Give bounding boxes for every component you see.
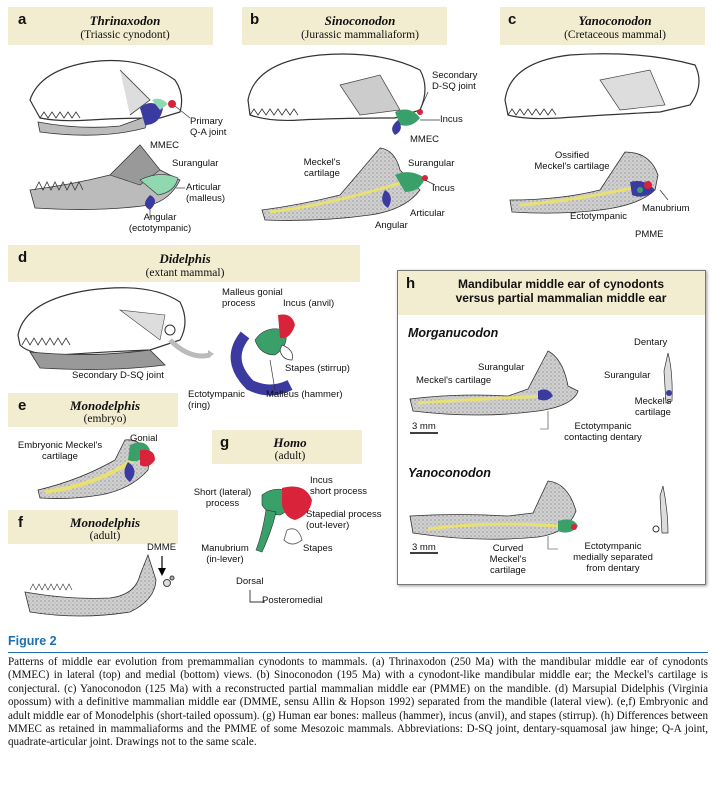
panel-e-species: Monodelphis xyxy=(69,398,141,413)
figure-title: Figure 2 xyxy=(8,634,57,648)
panel-h-label-ecto-contact: Ectotympanic contacting dentary xyxy=(564,421,642,443)
panel-b-letter: b xyxy=(250,11,260,28)
label-d-malleus: Malleus (hammer) xyxy=(266,389,343,400)
panel-c-letter: c xyxy=(508,11,517,28)
label-d-ectotympanic: Ectotympanic (ring) xyxy=(188,389,246,411)
label-d-stapes: Stapes (stirrup) xyxy=(285,363,350,374)
panel-g-header xyxy=(212,430,362,464)
panel-h-box: h Mandibular middle ear of cynodonts ver… xyxy=(397,270,706,585)
panel-d-header xyxy=(8,245,360,282)
panel-a-species: Thrinaxodon xyxy=(89,13,161,28)
panel-a-subtitle: (Triassic cynodont) xyxy=(80,29,170,41)
label-g-manubrium: Manubrium (in-lever) xyxy=(201,543,249,565)
label-e-embryonic: Embryonic Meckel's cartilage xyxy=(17,440,103,462)
label-a-surangular: Surangular xyxy=(172,158,219,169)
panel-a-header xyxy=(8,7,213,45)
panel-d-species: Didelphis xyxy=(159,251,211,266)
label-d-incus: Incus (anvil) xyxy=(283,298,335,309)
panel-c-skull xyxy=(504,53,700,120)
panel-h-title: Mandibular middle ear of cynodonts versu… xyxy=(455,277,667,305)
panel-e-header xyxy=(8,393,178,427)
panel-c-header xyxy=(500,7,705,45)
panel-f-species: Monodelphis xyxy=(69,515,141,530)
label-g-posteromedial: Posteromedial xyxy=(262,595,323,606)
panel-g-species: Homo xyxy=(273,435,307,450)
panel-f-header xyxy=(8,510,178,544)
panel-f-subtitle: (adult) xyxy=(89,530,121,542)
label-c-ectotympanic: Ectotympanic xyxy=(570,211,628,222)
label-a-articular: Articular (malleus) xyxy=(186,182,226,204)
panel-h-scale-2: 3 mm xyxy=(412,542,436,553)
label-g-short-lateral: Short (lateral) process xyxy=(193,487,252,509)
panel-b-header xyxy=(242,7,447,45)
label-b-mmec: MMEC xyxy=(410,134,440,145)
label-g-incus-short: Incus short process xyxy=(310,475,368,497)
label-b-meckels: Meckel's cartilage xyxy=(303,157,341,179)
panel-h-label-dentary: Dentary xyxy=(634,337,668,348)
panel-d-skull xyxy=(17,287,214,370)
label-d-secondary-dsq: Secondary D-SQ joint xyxy=(72,370,164,381)
panel-h-species-1: Morganucodon xyxy=(408,326,499,340)
panel-b-species: Sinoconodon xyxy=(324,13,396,28)
label-b-surangular: Surangular xyxy=(408,158,455,169)
panel-h-label-meckels-2: Meckel's cartilage xyxy=(634,396,672,418)
panel-h-drawings xyxy=(409,350,673,554)
label-c-manubrium: Manubrium xyxy=(642,203,690,214)
figure-rule xyxy=(8,652,708,653)
label-g-stapedial: Stapedial process (out-lever) xyxy=(306,509,382,531)
panel-g-subtitle: (adult) xyxy=(274,450,306,462)
panel-h-label-meckels-1: Meckel's cartilage xyxy=(416,375,492,386)
panel-h-label-surangular-1: Surangular xyxy=(478,362,525,373)
label-c-ossified: Ossified Meckel's cartilage xyxy=(534,150,610,172)
panel-b-jaw xyxy=(261,147,428,221)
panel-g-letter: g xyxy=(220,434,230,451)
label-a-mmec: MMEC xyxy=(150,140,180,151)
panel-h-label-curved: Curved Meckel's cartilage xyxy=(489,543,527,576)
panel-a-letter: a xyxy=(18,11,27,28)
label-f-dmme: DMME xyxy=(147,542,177,553)
panel-d-earbones xyxy=(230,314,295,396)
panel-c-subtitle: (Cretaceous mammal) xyxy=(564,29,666,41)
panel-d-subtitle: (extant mammal) xyxy=(145,267,225,279)
label-b-secondary-dsq: Secondary D-SQ joint xyxy=(432,70,478,92)
panel-h-label-ecto-separated: Ectotympanic medially separated from den… xyxy=(573,541,653,574)
panel-g-earbones xyxy=(249,486,312,603)
label-b-articular: Articular xyxy=(410,208,445,219)
label-e-gonial: Gonial xyxy=(130,433,158,444)
panel-b-subtitle: (Jurassic mammaliaform) xyxy=(301,29,419,41)
panel-f-jaw xyxy=(24,553,175,617)
panel-b-skull xyxy=(247,53,426,135)
label-b-incus: Incus xyxy=(440,114,463,125)
panel-f-letter: f xyxy=(18,514,23,531)
panel-h-scale-1: 3 mm xyxy=(412,421,436,432)
leader-lines xyxy=(149,91,669,391)
panel-h-header xyxy=(398,271,705,315)
label-b-angular: Angular xyxy=(375,220,408,231)
panel-h-letter: h xyxy=(406,275,416,292)
panel-h-species-2: Yanoconodon xyxy=(408,466,491,480)
label-c-pmme: PMME xyxy=(635,229,664,240)
label-g-dorsal: Dorsal xyxy=(236,576,264,587)
panel-e-subtitle: (embryo) xyxy=(83,413,127,425)
label-b-incus2: Incus xyxy=(432,183,455,194)
panel-c-jaw xyxy=(509,151,659,214)
panel-c-species: Yanoconodon xyxy=(578,13,652,28)
panel-e-jaw xyxy=(37,439,155,499)
label-a-primary-qa: Primary Q-A joint xyxy=(190,116,227,138)
panel-a-skull xyxy=(29,59,183,136)
label-g-stapes: Stapes xyxy=(303,543,333,554)
label-d-malleus-gonial: Malleus gonial process xyxy=(222,287,283,309)
label-a-angular: Angular (ectotympanic) xyxy=(128,212,192,234)
figure-caption: Patterns of middle ear evolution from pr… xyxy=(8,656,708,749)
panel-d-letter: d xyxy=(18,249,28,266)
panel-h-label-surangular-2: Surangular xyxy=(604,370,651,381)
panel-a-jaw xyxy=(29,144,181,210)
panel-e-letter: e xyxy=(18,397,27,414)
